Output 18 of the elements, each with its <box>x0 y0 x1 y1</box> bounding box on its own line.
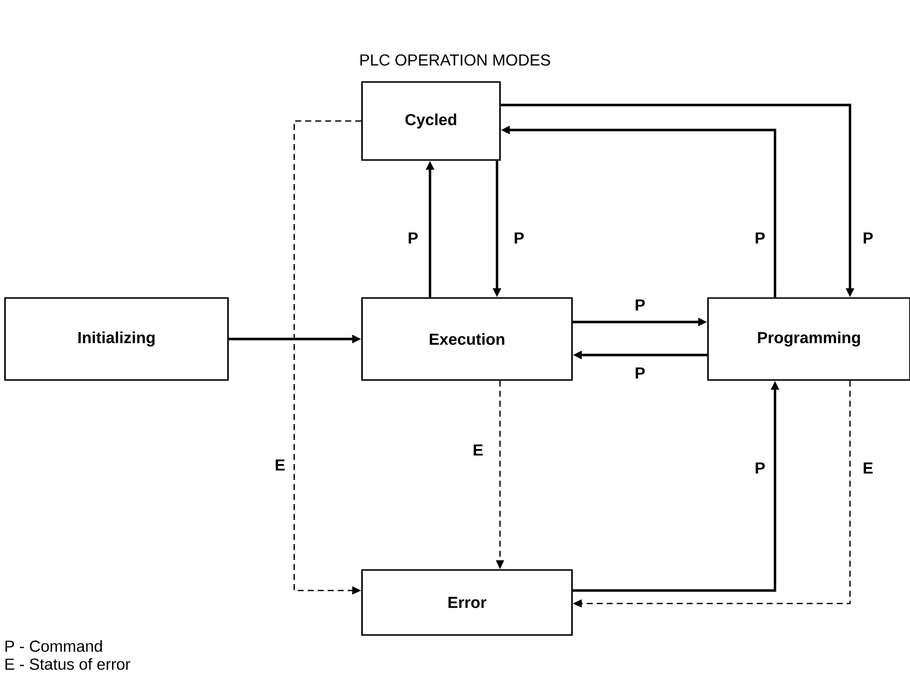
edge-label: E <box>474 444 483 456</box>
title: PLC OPERATION MODES <box>360 54 550 66</box>
edge-label: E <box>276 460 285 470</box>
edge-label: P <box>636 368 645 378</box>
edge-label: P <box>408 232 418 244</box>
edge-label: P <box>636 300 645 310</box>
edge-label: P <box>514 232 524 244</box>
mode-box: Cycled <box>361 81 501 161</box>
edge-label: P <box>864 232 873 244</box>
mode-box: Execution <box>361 297 573 381</box>
legend-note: E - Status of error <box>6 658 130 670</box>
mode-box: Initializing <box>4 297 229 381</box>
edge-label: P <box>756 232 765 244</box>
edge-label: P <box>756 462 765 474</box>
legend-note: P - Command <box>6 640 102 652</box>
mode-box: Error <box>361 569 573 636</box>
edge-label: E <box>864 462 873 474</box>
mode-box: Programming <box>707 297 910 381</box>
